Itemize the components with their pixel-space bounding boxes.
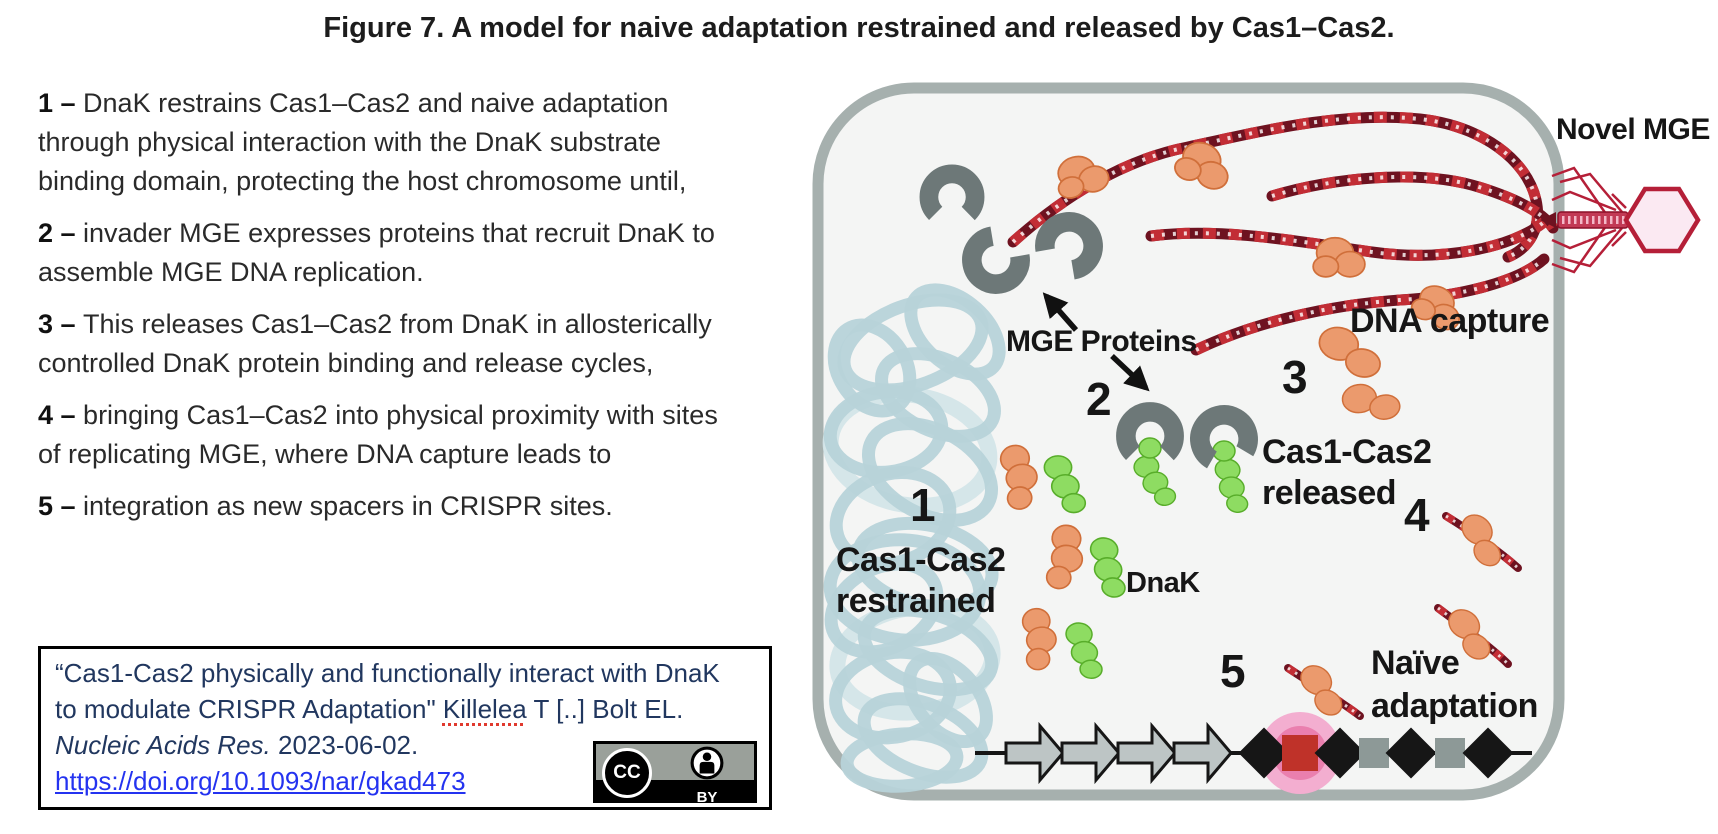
repeat-diamond	[1462, 727, 1514, 779]
dnak-protein	[1043, 437, 1255, 680]
doi-link[interactable]: https://doi.org/10.1093/nar/gkad473	[55, 766, 466, 796]
cas1-cas2-protein	[997, 135, 1515, 721]
page-title: Figure 7. A model for naive adaptation r…	[323, 12, 1395, 44]
mge-protein	[919, 164, 1257, 472]
model-step-note: 2 – invader MGE expresses proteins that …	[38, 218, 715, 287]
journal-name: Nucleic Acids Res.	[55, 730, 271, 760]
step-4-label: 4	[1404, 489, 1430, 541]
citation-line-3: Nucleic Acids Res. 2023-06-02.	[55, 730, 419, 760]
cc-by-badge: CC BY	[593, 741, 757, 806]
dna-capture-label: DNA capture	[1350, 302, 1550, 340]
step-1-label: 1	[910, 479, 936, 531]
person-icon	[690, 746, 724, 780]
cc-icon: CC	[602, 748, 652, 798]
repeat-diamond	[1314, 727, 1366, 779]
step-3-label: 3	[1282, 351, 1308, 403]
citation-line-1: “Cas1-Cas2 physically and functionally i…	[55, 658, 720, 688]
model-step-note: 3 – This releases Cas1–Cas2 from DnaK in…	[38, 309, 712, 378]
cas-restrained-label: Cas1-Cas2 restrained	[836, 541, 1006, 620]
citation-line-4: https://doi.org/10.1093/nar/gkad473	[55, 763, 755, 799]
model-step-note: 4 – bringing Cas1–Cas2 into physical pro…	[38, 400, 718, 469]
citation-box: “Cas1-Cas2 physically and functionally i…	[38, 646, 772, 810]
step-2-label: 2	[1086, 373, 1112, 425]
new-spacer-highlight	[1259, 712, 1341, 794]
cas-gene-arrow	[1172, 724, 1233, 782]
repeat-diamond	[1238, 727, 1290, 779]
dnak-label: DnaK	[1126, 567, 1200, 599]
novel-mge-phage	[1540, 166, 1701, 274]
spacer-square	[1435, 738, 1465, 768]
author-spellcheck-marked: Killelea	[442, 694, 527, 724]
new-spacer-square	[1282, 735, 1318, 771]
model-notes: 1 – DnaK restrains Cas1–Cas2 and naive a…	[38, 84, 800, 539]
cas-gene-arrow	[1060, 724, 1121, 782]
spacer-square	[1359, 738, 1389, 768]
cas-gene-arrow	[1004, 724, 1065, 782]
by-label: BY	[696, 789, 718, 806]
model-step-note: 5 – integration as new spacers in CRISPR…	[38, 491, 613, 521]
naive-adaptation-label: Naïve adaptation	[1371, 644, 1538, 725]
step-5-label: 5	[1220, 645, 1246, 697]
host-chromosome	[822, 283, 1006, 793]
novel-mge-label: Novel MGE	[1556, 113, 1710, 146]
repeat-diamond	[1385, 727, 1437, 779]
cas-gene-arrow	[1116, 724, 1177, 782]
model-step-note: 1 – DnaK restrains Cas1–Cas2 and naive a…	[38, 88, 687, 196]
citation-line-2: to modulate CRISPR Adaptation" Killelea …	[55, 694, 684, 724]
mge-proteins-label: MGE Proteins	[1006, 325, 1197, 358]
